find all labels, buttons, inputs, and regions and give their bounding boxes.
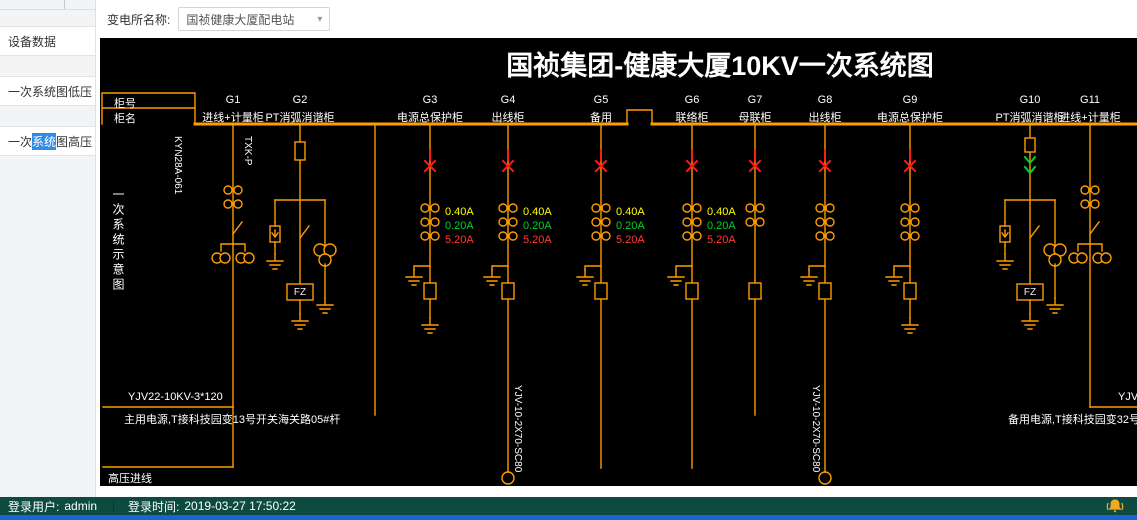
- sidebar-top-tick: [64, 0, 65, 9]
- cabinet-name-g5: 备用: [590, 112, 612, 124]
- cabinet-name-g7: 母联柜: [738, 112, 772, 124]
- sidebar-item-label-selected: 系统: [32, 132, 57, 150]
- bus-section-bridge: [626, 109, 653, 125]
- sidebar-item-label: 设备数据: [8, 34, 57, 49]
- device-type-label: KYN28A-061: [172, 136, 183, 195]
- current-value-g6-b: 0.20A: [707, 220, 736, 232]
- statusbar-divider: [113, 500, 115, 512]
- topbar: 变电所名称: 国祯健康大厦配电站 ▾: [97, 0, 1137, 38]
- cabinet-name-g2: PT消弧消谐柜: [265, 112, 335, 124]
- device-type-label: TXK-P: [242, 136, 253, 166]
- header-cabinet-name-label: 柜名: [114, 113, 136, 125]
- sidebar-item-primary-diagram-hv[interactable]: 一次系统图高压: [0, 126, 96, 156]
- current-value-g4-a: 0.40A: [523, 206, 552, 218]
- cabinet-name-g11: 进线+计量柜: [1059, 112, 1121, 124]
- single-line-diagram-canvas: 国祯集团-健康大厦10KV一次系统图 柜号 柜名 G1 G2 G3 G4 G5 …: [100, 38, 1137, 486]
- bell-icon: [1106, 499, 1124, 513]
- current-value-g3-a: 0.40A: [445, 206, 474, 218]
- cabinet-id-g3: G3: [422, 94, 438, 106]
- login-time-value: 2019-03-27 17:50:22: [184, 499, 296, 513]
- substation-name-label: 变电所名称:: [107, 12, 171, 27]
- sidebar-top-divider: [0, 9, 96, 10]
- cabinet-id-g9: G9: [902, 94, 918, 106]
- login-user-value: admin: [64, 499, 98, 513]
- sidebar-item-label-part: 一次: [8, 134, 33, 149]
- current-value-g4-b: 0.20A: [523, 220, 552, 232]
- sidebar-item-device-data[interactable]: 设备数据: [0, 26, 96, 56]
- fz-device-label: FZ: [293, 287, 307, 298]
- column-g5: [576, 123, 611, 469]
- cabinet-name-g9: 电源总保护柜: [877, 112, 943, 124]
- schematic-linework: [101, 92, 1137, 485]
- cabinet-name-g3: 电源总保护柜: [397, 112, 463, 124]
- current-value-g5-a: 0.40A: [616, 206, 645, 218]
- cabinet-id-g5: G5: [593, 94, 609, 106]
- column-g3: [405, 123, 440, 334]
- fz-device-label: FZ: [1023, 287, 1037, 298]
- column-g8: [800, 123, 835, 485]
- cabinet-id-g2: G2: [292, 94, 308, 106]
- sidebar-item-label: 一次系统图低压: [8, 84, 93, 99]
- cabinet-name-g1: 进线+计量柜: [202, 112, 264, 124]
- column-g6: [667, 123, 702, 469]
- column-g4: [483, 123, 518, 485]
- main-power-source-label: 主用电源,T接科技园变13号开关海关路05#杆: [124, 414, 341, 426]
- current-value-g4-c: 5.20A: [523, 234, 552, 246]
- cabinet-name-g6: 联络柜: [675, 112, 709, 124]
- bottom-accent-strip: [0, 515, 1137, 520]
- column-g2: [266, 123, 337, 330]
- column-g11: [1068, 123, 1137, 408]
- cabinet-name-g8: 出线柜: [808, 112, 842, 124]
- current-value-g3-b: 0.20A: [445, 220, 474, 232]
- header-cabinet-number-label: 柜号: [114, 98, 136, 110]
- right-cable-label-clipped: YJV2: [1118, 391, 1137, 403]
- column-g1: [102, 123, 255, 468]
- schematic-side-label: 一次系统示意图: [111, 188, 125, 293]
- cabinet-name-g4: 出线柜: [491, 112, 525, 124]
- statusbar: 登录用户: admin 登录时间: 2019-03-27 17:50:22: [0, 497, 1137, 515]
- login-user-label: 登录用户:: [8, 499, 60, 514]
- incoming-cable-label: YJV22-10KV-3*120: [128, 391, 223, 403]
- column-g7: [745, 123, 765, 416]
- backup-power-source-label: 备用电源,T接科技园变32号开: [1008, 414, 1137, 426]
- current-value-g5-b: 0.20A: [616, 220, 645, 232]
- cabinet-id-g11: G11: [1080, 94, 1100, 106]
- current-value-g3-c: 5.20A: [445, 234, 474, 246]
- current-value-g6-a: 0.40A: [707, 206, 736, 218]
- outgoing-cable-spec-g4: YJV-10-2X70-SC80: [512, 385, 523, 473]
- sidebar-item-label-part: 图高压: [56, 134, 93, 149]
- cabinet-id-g8: G8: [817, 94, 833, 106]
- current-value-g5-c: 5.20A: [616, 234, 645, 246]
- column-g10: [996, 123, 1067, 330]
- current-value-g6-c: 5.20A: [707, 234, 736, 246]
- login-time-label: 登录时间:: [128, 499, 180, 514]
- cabinet-name-g10: PT消弧消谐柜: [995, 112, 1065, 124]
- sidebar-item-primary-diagram-lv[interactable]: 一次系统图低压: [0, 76, 96, 106]
- cabinet-id-g4: G4: [500, 94, 516, 106]
- outgoing-cable-spec-g8: YJV-10-2X70-SC80: [810, 385, 821, 473]
- cabinet-id-g6: G6: [684, 94, 700, 106]
- cabinet-id-g10: G10: [1019, 94, 1041, 106]
- alarm-button[interactable]: [1105, 497, 1125, 515]
- header-grid: [101, 92, 196, 125]
- sidebar: 设备数据 一次系统图低压 一次系统图高压: [0, 0, 96, 497]
- substation-select-value: 国祯健康大厦配电站: [186, 12, 295, 27]
- diagram-title: 国祯集团-健康大厦10KV一次系统图: [506, 51, 934, 81]
- cabinet-id-g7: G7: [747, 94, 763, 106]
- column-g9: [885, 123, 920, 334]
- hv-incoming-label: 高压进线: [108, 473, 152, 485]
- substation-select[interactable]: 国祯健康大厦配电站 ▾: [178, 7, 331, 31]
- cabinet-id-g1: G1: [225, 94, 241, 106]
- chevron-down-icon: ▾: [317, 13, 323, 25]
